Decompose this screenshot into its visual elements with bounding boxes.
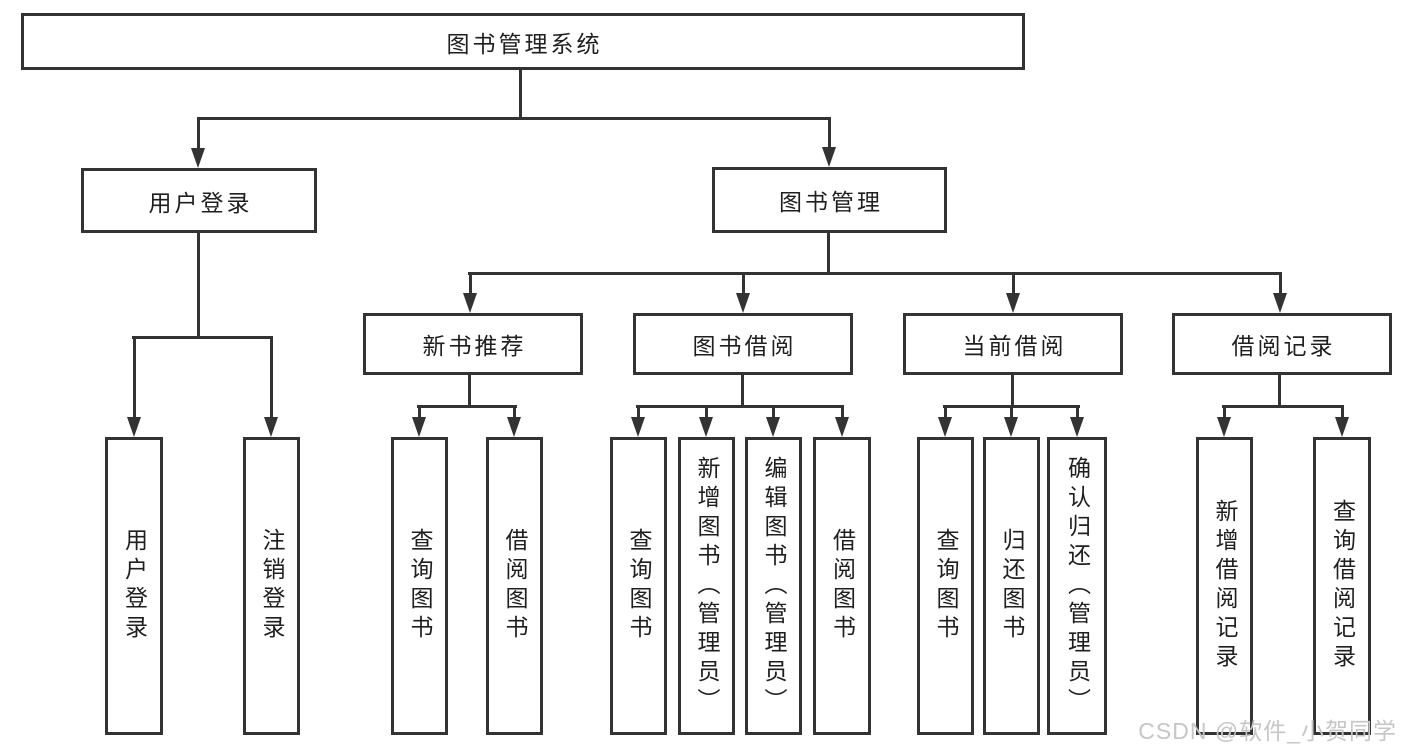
connector-borrow-stem: [741, 375, 744, 408]
leaf-confirm-return-admin: 确认归还（管理员）: [1047, 437, 1107, 735]
leaf-current-query-books-label: 查询图书: [933, 528, 959, 644]
csdn-watermark: CSDN @软件_小贺同学: [1138, 718, 1397, 744]
node-book-management: 图书管理: [712, 167, 947, 233]
leaf-user-login: 用户登录: [105, 437, 163, 735]
arrow-down-icon: [938, 405, 952, 437]
node-book-borrow: 图书借阅: [633, 313, 853, 375]
node-current-borrow: 当前借阅: [903, 313, 1123, 375]
leaf-add-borrow-record-label: 新增借阅记录: [1212, 499, 1238, 673]
leaf-return-books: 归还图书: [983, 437, 1040, 735]
arrow-down-icon: [1004, 405, 1018, 437]
arrow-down-icon: [835, 405, 849, 437]
connector-current-stem: [1011, 375, 1014, 408]
connector-book-stem: [827, 233, 830, 275]
node-user-login: 用户登录: [81, 168, 317, 233]
connector-book-rail: [468, 272, 1282, 275]
arrow-down-icon: [264, 336, 278, 437]
node-root-label: 图书管理系统: [446, 30, 603, 57]
arrow-down-icon: [507, 405, 521, 437]
leaf-add-borrow-record: 新增借阅记录: [1196, 437, 1253, 735]
leaf-logout: 注销登录: [243, 437, 300, 735]
arrow-down-icon: [463, 272, 477, 313]
node-book-management-label: 图书管理: [779, 189, 883, 215]
node-new-book-recommend: 新书推荐: [363, 313, 583, 375]
leaf-recommend-borrow-books: 借阅图书: [486, 437, 543, 735]
leaf-return-books-label: 归还图书: [999, 528, 1025, 644]
connector-user-rail: [132, 336, 273, 339]
leaf-logout-label: 注销登录: [259, 528, 285, 644]
leaf-borrow-books: 借阅图书: [813, 437, 871, 735]
arrow-down-icon: [736, 272, 750, 313]
leaf-borrow-books-label: 借阅图书: [829, 528, 856, 644]
arrow-down-icon: [699, 405, 713, 437]
leaf-recommend-query-books: 查询图书: [391, 437, 448, 735]
connector-record-rail: [1222, 405, 1344, 408]
connector-root-stem: [519, 70, 522, 118]
leaf-query-borrow-record: 查询借阅记录: [1313, 437, 1371, 735]
leaf-add-books-admin-label: 新增图书（管理员）: [694, 455, 720, 717]
node-borrow-record-label: 借阅记录: [1231, 333, 1336, 359]
leaf-user-login-label: 用户登录: [121, 528, 148, 644]
arrow-down-icon: [127, 336, 141, 437]
connector-record-stem: [1278, 375, 1281, 408]
arrow-down-icon: [1335, 405, 1349, 437]
node-new-book-recommend-label: 新书推荐: [422, 333, 527, 359]
arrow-down-icon: [822, 117, 836, 167]
node-current-borrow-label: 当前借阅: [962, 333, 1067, 359]
arrow-down-icon: [766, 405, 780, 437]
arrow-down-icon: [412, 405, 426, 437]
leaf-current-query-books: 查询图书: [917, 437, 974, 735]
leaf-edit-books-admin: 编辑图书（管理员）: [745, 437, 802, 735]
arrow-down-icon: [631, 405, 645, 437]
leaf-borrow-query-books: 查询图书: [610, 437, 667, 735]
leaf-query-borrow-record-label: 查询借阅记录: [1329, 499, 1356, 673]
connector-borrow-rail: [636, 405, 844, 408]
node-borrow-record: 借阅记录: [1172, 313, 1392, 375]
leaf-add-books-admin: 新增图书（管理员）: [678, 437, 735, 735]
arrow-down-icon: [1006, 272, 1020, 313]
arrow-down-icon: [1070, 405, 1084, 437]
leaf-edit-books-admin-label: 编辑图书（管理员）: [761, 455, 787, 717]
connector-recommend-rail: [417, 405, 517, 408]
leaf-recommend-query-books-label: 查询图书: [407, 528, 433, 644]
leaf-confirm-return-admin-label: 确认归还（管理员）: [1064, 455, 1091, 717]
connector-user-stem: [197, 233, 200, 339]
leaf-borrow-query-books-label: 查询图书: [626, 528, 652, 644]
arrow-down-icon: [1217, 405, 1231, 437]
connector-recommend-stem: [468, 375, 471, 408]
leaf-recommend-borrow-books-label: 借阅图书: [502, 528, 528, 644]
node-root: 图书管理系统: [21, 13, 1025, 70]
arrow-down-icon: [191, 117, 205, 168]
node-user-login-label: 用户登录: [148, 189, 253, 216]
arrow-down-icon: [1273, 272, 1287, 313]
node-book-borrow-label: 图书借阅: [692, 333, 797, 359]
connector-root-rail: [197, 117, 831, 120]
